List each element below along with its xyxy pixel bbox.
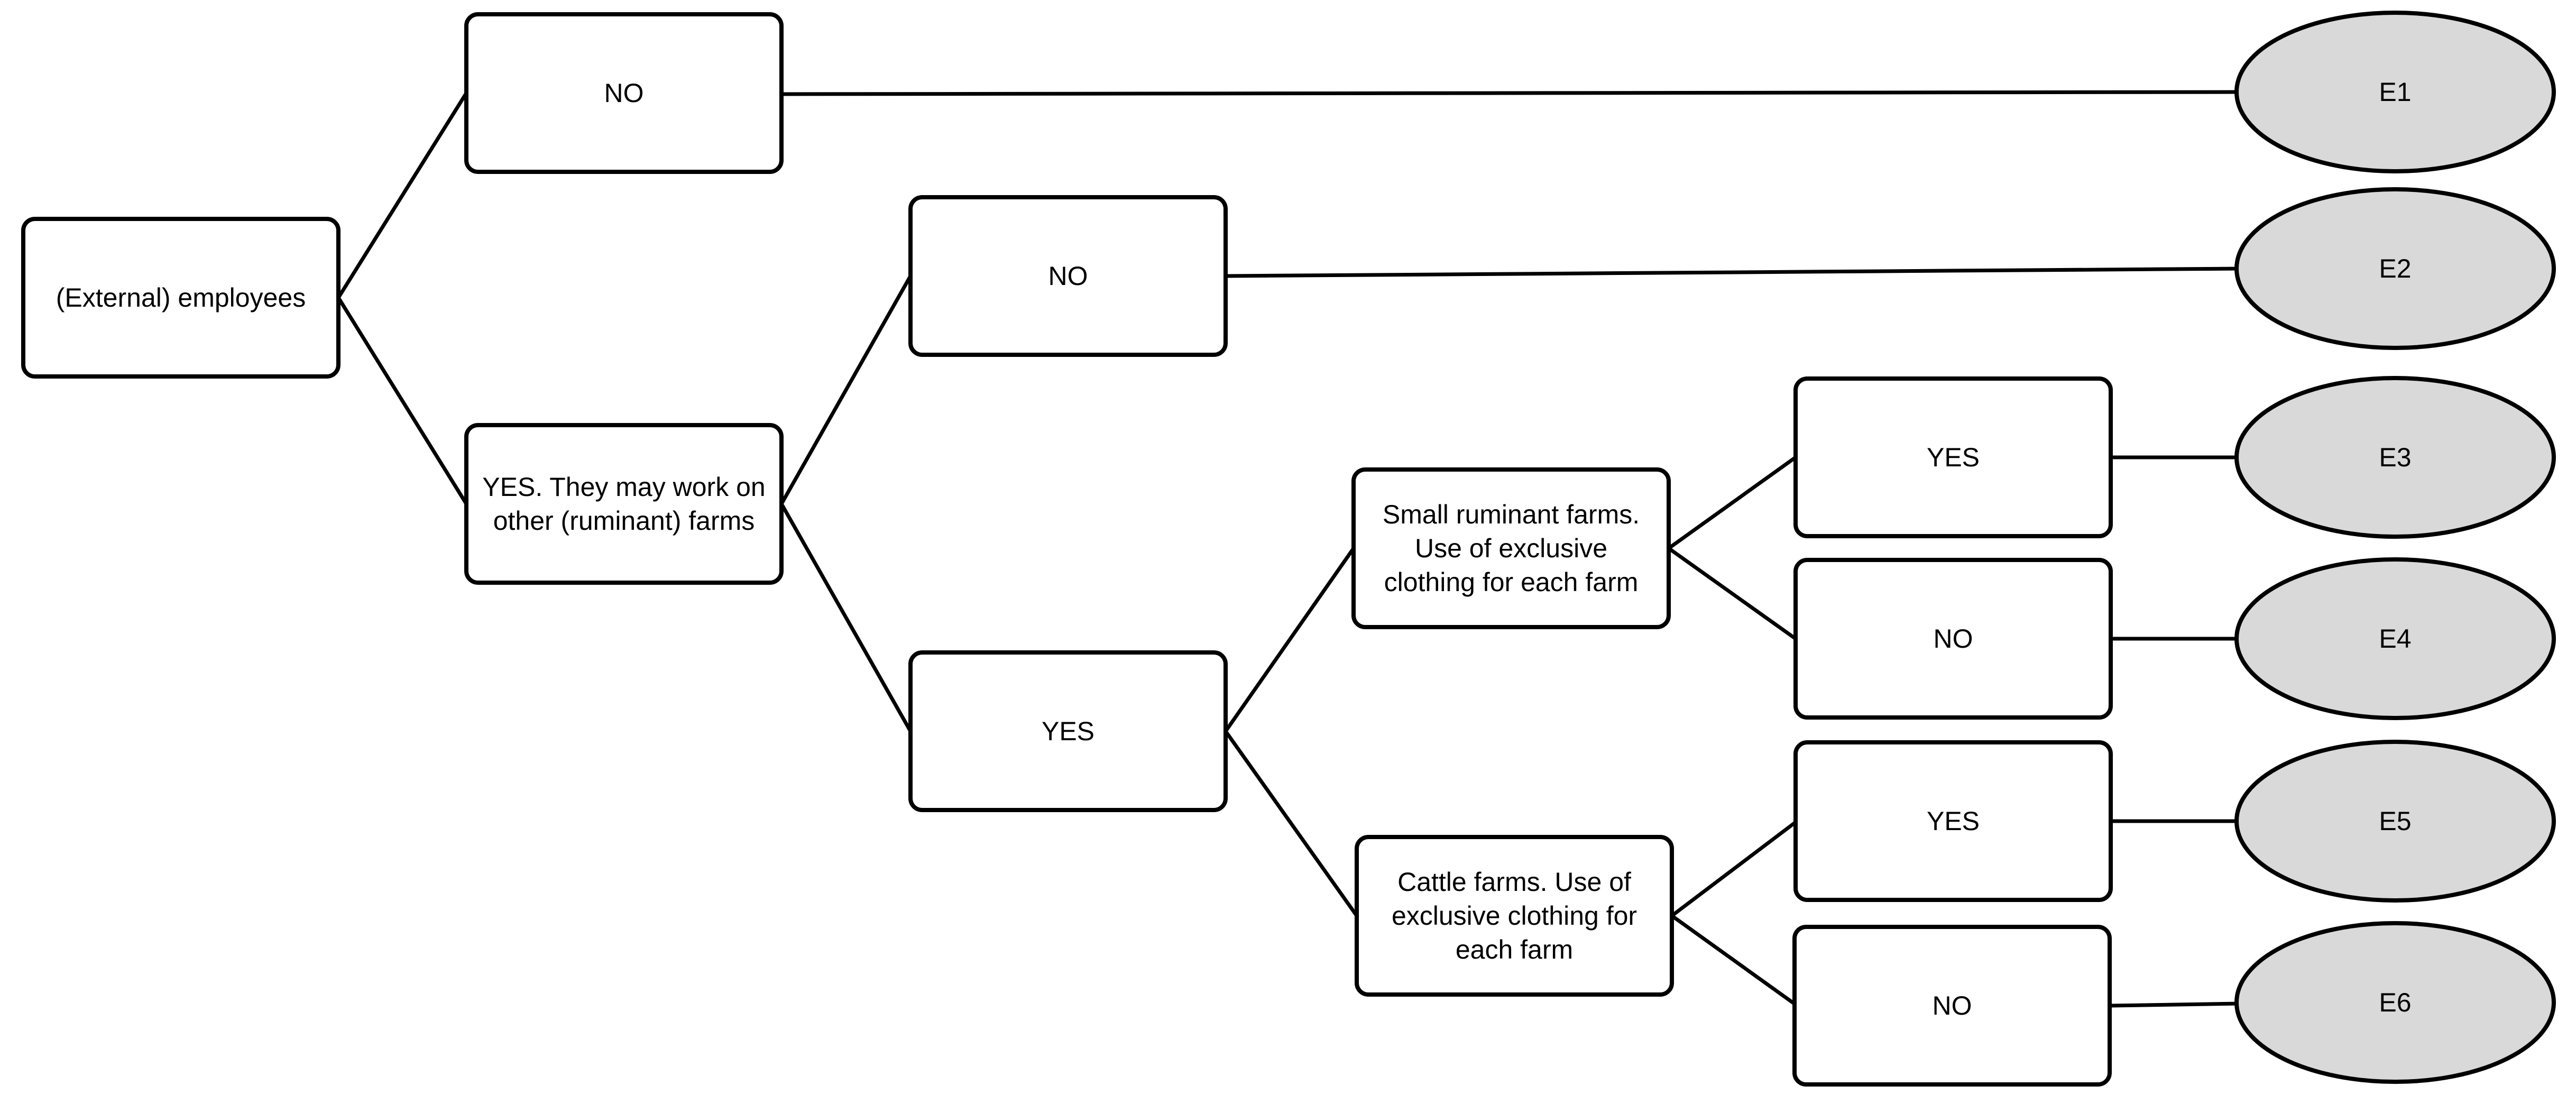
e6-label-line: E6	[2379, 988, 2411, 1017]
end-node-e6: E6	[2234, 921, 2556, 1084]
end-node-e1: E1	[2234, 11, 2556, 173]
n_yes_work-label-line: YES. They may work on	[482, 472, 765, 502]
svg-text:NO: NO	[604, 78, 644, 108]
svg-text:(External) employees: (External) employees	[56, 283, 306, 312]
node-yes-other-farms: YES	[908, 650, 1228, 812]
n_small-label-line: clothing for each farm	[1384, 567, 1639, 597]
connector-lines	[337, 90, 2241, 1008]
n_no6-label-line: NO	[1933, 991, 1972, 1020]
e2-label-line: E2	[2379, 254, 2411, 283]
n_yes3-label-line: YES	[1927, 443, 1980, 472]
svg-text:YES: YES	[1927, 806, 1980, 836]
edge-root-yes-work	[337, 297, 468, 505]
svg-text:YES: YES	[1042, 716, 1094, 746]
node-cattle-no: NO	[1792, 925, 2112, 1087]
node-small-no: NO	[1793, 558, 2113, 720]
n_yes2-label-line: YES	[1042, 716, 1094, 746]
svg-text:E4: E4	[2379, 624, 2411, 654]
n_cattle-label-line: each farm	[1456, 935, 1573, 964]
edge-yes2-cattle	[1224, 730, 1358, 917]
edge-no2-e2	[1225, 266, 2241, 278]
end-node-e2: E2	[2234, 187, 2556, 350]
n_cattle-label-line: exclusive clothing for	[1392, 901, 1637, 931]
decision-nodes: (External) employees NO YES. They may wo…	[21, 12, 2113, 1087]
e1-label-line: E1	[2379, 77, 2411, 107]
n_yes5-label-line: YES	[1927, 806, 1980, 836]
svg-text:NO: NO	[1933, 991, 1972, 1020]
svg-text:E1: E1	[2379, 77, 2411, 107]
svg-text:E5: E5	[2379, 806, 2411, 836]
edge-yes-work-yes2	[779, 503, 913, 732]
node-small-ruminant-farms: Small ruminant farms. Use of exclusive clo…	[1351, 467, 1671, 629]
svg-text:NO: NO	[1048, 261, 1088, 291]
e4-label-line: E4	[2379, 624, 2411, 654]
svg-text:YES: YES	[1927, 443, 1980, 472]
e5-label-line: E5	[2379, 806, 2411, 836]
svg-text:NO: NO	[1934, 624, 1973, 654]
n_cattle-label-line: Cattle farms. Use of	[1397, 867, 1631, 897]
e3-label-line: E3	[2379, 443, 2411, 472]
svg-text:E3: E3	[2379, 443, 2411, 472]
node-cattle-farms: Cattle farms. Use of exclusive clothing f…	[1355, 835, 1674, 997]
node-small-yes: YES	[1793, 376, 2113, 538]
node-no-other-farms: NO	[908, 195, 1228, 357]
node-no-external: NO	[464, 12, 784, 174]
root-label-line: (External) employees	[56, 283, 306, 312]
edge-no1-e1	[781, 90, 2241, 96]
edge-root-no1	[337, 92, 468, 299]
node-external-employees: (External) employees	[21, 217, 341, 379]
edge-yes-work-no2	[779, 275, 913, 505]
n_small-label-line: Small ruminant farms.	[1383, 500, 1640, 529]
edge-cattle-yes5	[1670, 821, 1797, 917]
edge-cattle-no6	[1670, 914, 1797, 1006]
svg-text:E2: E2	[2379, 254, 2411, 283]
svg-text:Small ruminant farms.Use of ex: Small ruminant farms. Use of exclusive clo…	[1383, 500, 1640, 597]
end-nodes: E1 E2 E3 E4 E5 E6	[2234, 11, 2556, 1084]
edge-small-no4	[1667, 547, 1797, 640]
edge-no6-e6	[2110, 1001, 2241, 1008]
n_no4-label-line: NO	[1934, 624, 1973, 654]
edge-yes2-small	[1224, 547, 1355, 733]
edge-small-yes3	[1667, 456, 1797, 550]
n_no1-label-line: NO	[604, 78, 644, 108]
n_small-label-line: Use of exclusive	[1415, 533, 1607, 563]
node-yes-may-work-other-farms: YES. They may work on other (ruminant) fa…	[464, 423, 784, 585]
end-node-e3: E3	[2234, 376, 2556, 539]
end-node-e5: E5	[2234, 740, 2556, 903]
svg-text:E6: E6	[2379, 988, 2411, 1017]
n_no2-label-line: NO	[1048, 261, 1088, 291]
n_yes_work-label-line: other (ruminant) farms	[493, 506, 755, 536]
node-cattle-yes: YES	[1793, 740, 2113, 902]
end-node-e4: E4	[2234, 557, 2556, 720]
